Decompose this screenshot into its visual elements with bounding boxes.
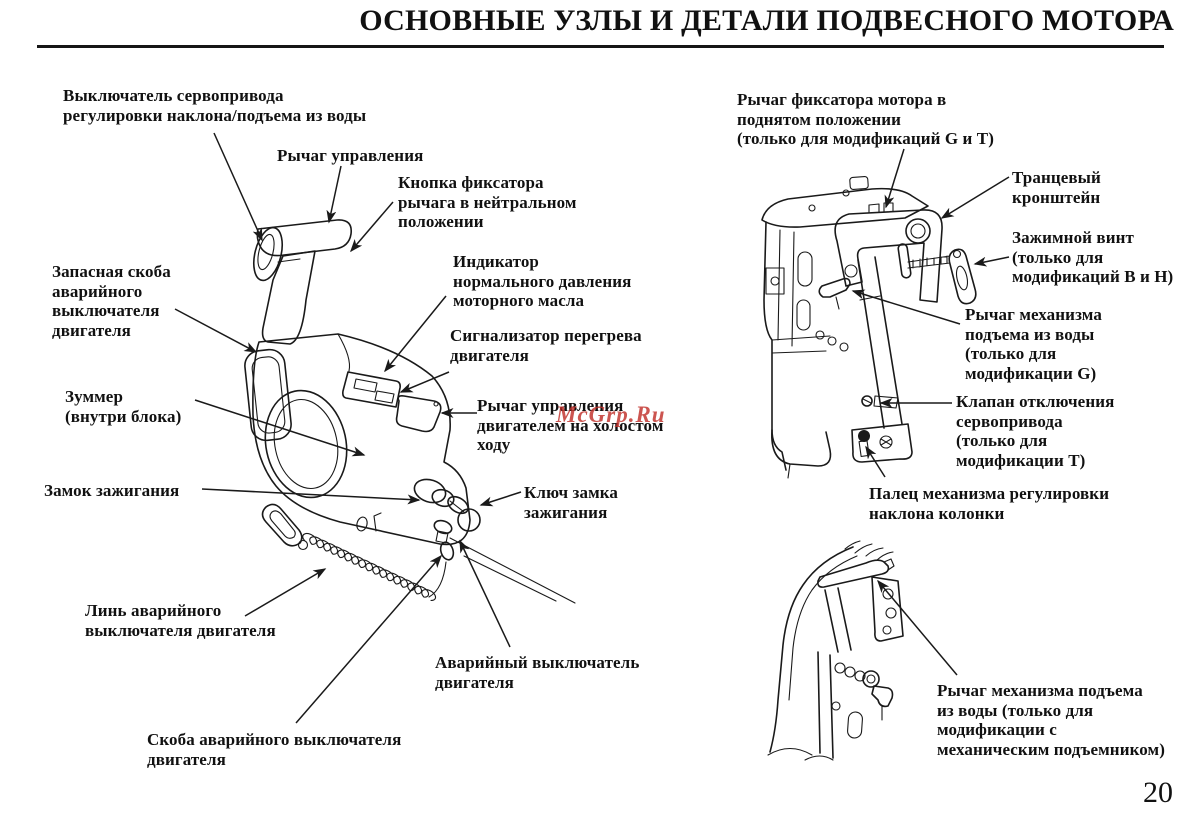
label-spare-clip: Запасная скоба аварийного выключателя дв… (52, 262, 171, 341)
label-control-lever: Рычаг управления (277, 146, 424, 165)
page-title: ОСНОВНЫЕ УЗЛЫ И ДЕТАЛИ ПОДВЕСНОГО МОТОРА (359, 4, 1174, 37)
remote-control-drawing (244, 219, 576, 604)
leader-ignition-lock (201, 488, 421, 505)
leader-spare-clip (174, 308, 258, 353)
label-ignition-lock: Замок зажигания (44, 481, 180, 500)
leader-transom (940, 176, 1010, 219)
leader-ignition-key (479, 491, 522, 507)
label-transom-bracket: Транцевый кронштейн (1012, 168, 1101, 207)
leader-oil-indicator (384, 295, 447, 373)
leader-lanyard (244, 568, 327, 617)
label-tilt-pin: Палец механизма регулировки наклона коло… (869, 484, 1110, 523)
label-lanyard: Линь аварийного выключателя двигателя (85, 601, 276, 640)
label-kill-switch: Аварийный выключатель двигателя (435, 653, 640, 692)
leader-buzzer (194, 399, 366, 457)
label-servo-switch: Выключатель сервопривода регулировки нак… (63, 86, 367, 125)
leader-overheat (399, 371, 450, 393)
label-tilt-lock-lever: Рычаг фиксатора мотора в поднятом положе… (737, 90, 995, 149)
leader-kill-clip (295, 554, 442, 724)
site-watermark: McGrp.Ru (556, 402, 666, 427)
leader-kill-switch (459, 539, 511, 648)
transom-bracket-drawing (761, 176, 977, 479)
label-lift-lever-mech: Рычаг механизма подъема из воды (только … (937, 681, 1165, 760)
leader-lift-mech (877, 579, 958, 676)
label-kill-clip: Скоба аварийного выключателя двигателя (147, 730, 402, 769)
page-number: 20 (1143, 776, 1173, 809)
label-idle-lever: Рычаг управления двигателем на холостом … (477, 396, 664, 455)
leader-clamp-screw (973, 256, 1010, 267)
leader-tilt-lock (884, 148, 905, 209)
leader-control-lever (326, 165, 342, 224)
label-ignition-key: Ключ замка зажигания (524, 483, 618, 522)
label-buzzer: Зуммер (внутри блока) (65, 387, 182, 426)
title-rule (37, 45, 1164, 48)
label-neutral-button: Кнопка фиксатора рычага в нейтральном по… (398, 173, 577, 232)
label-oil-indicator: Индикатор нормального давления моторного… (453, 252, 632, 311)
leader-lines (174, 132, 1010, 724)
leader-servo-switch (213, 132, 263, 242)
label-clamp-screw: Зажимной винт (только для модификаций B … (1012, 228, 1174, 287)
mechanical-lift-drawing (767, 540, 904, 761)
label-lift-lever-g: Рычаг механизма подъема из воды (только … (965, 305, 1102, 384)
leader-lift-g (851, 289, 961, 325)
label-servo-valve: Клапан отключения сервопривода (только д… (956, 392, 1115, 471)
leader-tilt-pin (865, 445, 886, 478)
label-overheat: Сигнализатор перегрева двигателя (450, 326, 642, 365)
leader-neutral-button (350, 201, 394, 253)
